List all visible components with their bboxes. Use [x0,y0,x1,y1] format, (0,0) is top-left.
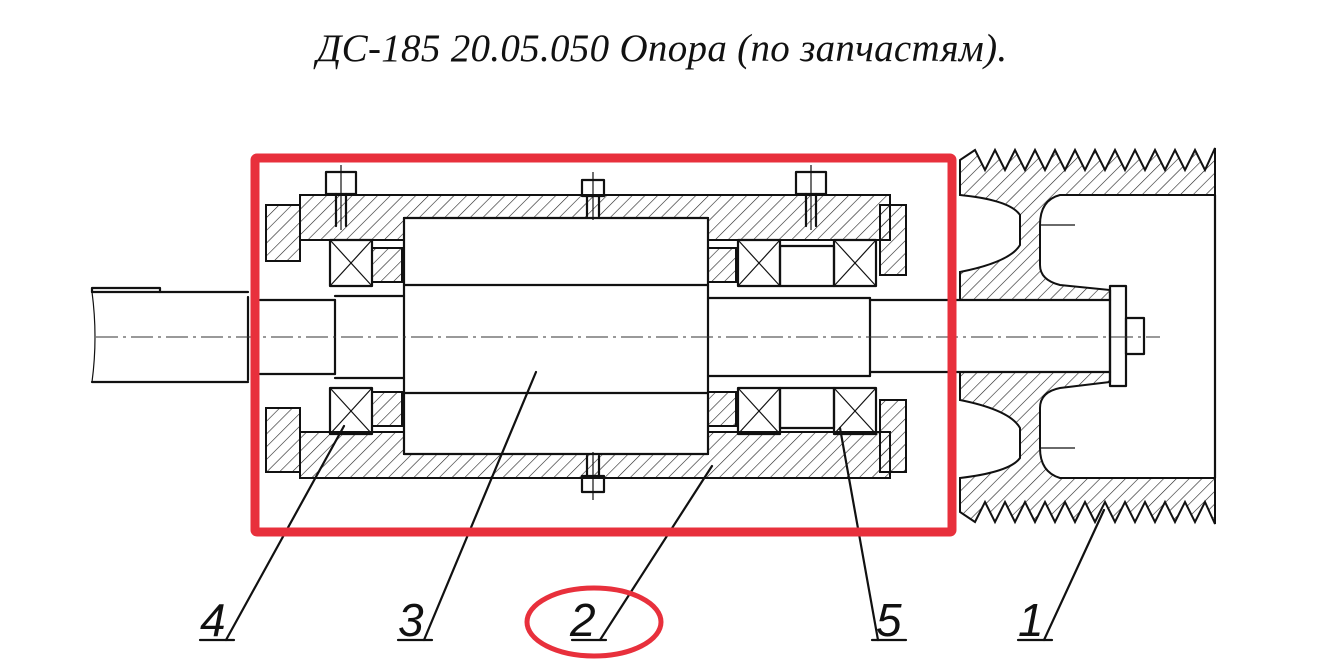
housing [265,194,907,479]
bearing-right-a-top [736,238,782,288]
bolt-left [324,165,358,230]
bolt-top-middle [580,172,606,220]
bearing-right-a-bottom [736,386,782,436]
callout-1: 1 [1018,594,1044,646]
pulley [959,147,1217,525]
drawing-title: ДС-185 20.05.050 Опора (по запчастям). [316,27,1008,70]
highlight-box [250,153,957,537]
bolt-right [794,165,828,230]
drum [402,216,710,456]
callout-4: 4 [200,594,226,646]
bolts [324,165,828,500]
shaft [90,286,1112,384]
callout-2: 2 [569,594,596,646]
callout-3: 3 [398,594,424,646]
bearing-left-top [328,238,374,288]
bearing-left-bottom [328,386,374,436]
callout-5: 5 [876,594,902,646]
bolt-bottom-middle [580,452,606,500]
bearing-right-b-top [832,238,878,288]
bearings [328,238,878,436]
highlight-circle-callout-2 [524,585,664,659]
